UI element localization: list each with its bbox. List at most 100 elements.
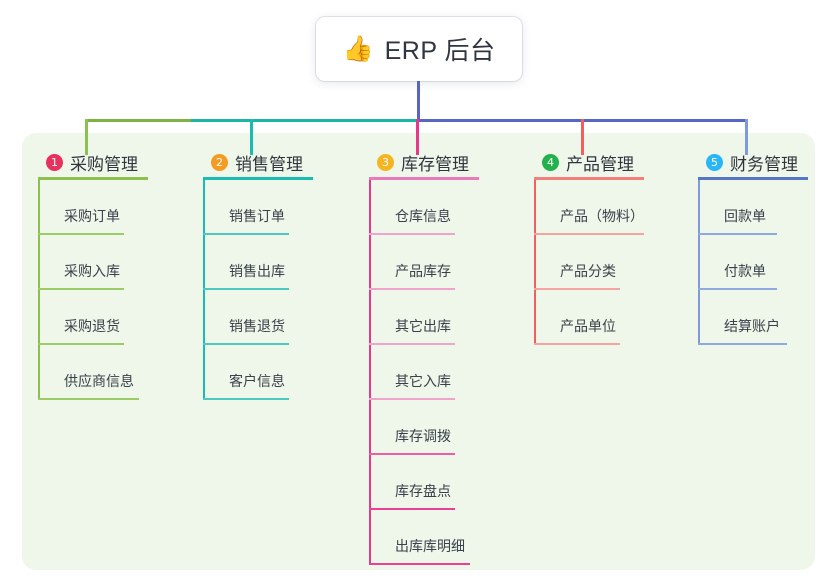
column-rule-1 — [38, 177, 148, 180]
leaf-rule — [38, 233, 124, 235]
leaf-spine-1 — [38, 180, 40, 400]
badge-number-5: 5 — [706, 153, 723, 171]
list-item[interactable]: 采购入库 — [38, 235, 148, 290]
column-header-5[interactable]: 5 财务管理 — [698, 144, 808, 180]
list-item[interactable]: 销售订单 — [203, 180, 313, 235]
bus-segment-teal — [191, 119, 418, 122]
list-item[interactable]: 仓库信息 — [369, 180, 479, 235]
leaf-label: 结算账户 — [724, 318, 780, 334]
leaf-rule — [38, 398, 139, 400]
leaf-rule — [203, 233, 289, 235]
list-item[interactable]: 产品库存 — [369, 235, 479, 290]
list-item[interactable]: 销售退货 — [203, 290, 313, 345]
list-item[interactable]: 客户信息 — [203, 345, 313, 400]
thumbs-up-icon: 👍 — [342, 34, 374, 63]
root-node-erp-backend[interactable]: 👍 ERP 后台 — [316, 17, 522, 81]
drop-stem-column-1 — [85, 119, 88, 155]
leaf-rule — [369, 508, 455, 510]
column-header-4[interactable]: 4 产品管理 — [534, 144, 644, 180]
drop-stem-column-2 — [250, 119, 253, 155]
column-header-1[interactable]: 1 采购管理 — [38, 144, 148, 180]
leaf-list-4: 产品（物料） 产品分类 产品单位 — [534, 180, 644, 345]
column-title-5: 财务管理 — [730, 154, 798, 174]
list-item[interactable]: 产品单位 — [534, 290, 644, 345]
column-rule-2 — [203, 177, 313, 180]
list-item[interactable]: 产品分类 — [534, 235, 644, 290]
leaf-label: 库存盘点 — [395, 483, 451, 499]
list-item[interactable]: 其它入库 — [369, 345, 479, 400]
list-item[interactable]: 出库库明细 — [369, 510, 479, 565]
leaf-label: 采购入库 — [64, 263, 120, 279]
leaf-rule — [534, 343, 620, 345]
column-header-2[interactable]: 2 销售管理 — [203, 144, 313, 180]
list-item[interactable]: 其它出库 — [369, 290, 479, 345]
leaf-label: 采购退货 — [64, 318, 120, 334]
leaf-label: 采购订单 — [64, 208, 120, 224]
leaf-rule — [369, 398, 455, 400]
list-item[interactable]: 库存调拨 — [369, 400, 479, 455]
drop-stem-column-3 — [416, 119, 419, 155]
leaf-list-1: 采购订单 采购入库 采购退货 供应商信息 — [38, 180, 148, 400]
leaf-spine-4 — [534, 180, 536, 345]
leaf-rule — [534, 288, 620, 290]
column-rule-5 — [698, 177, 808, 180]
root-stem — [417, 81, 420, 121]
leaf-label: 产品库存 — [395, 263, 451, 279]
column-title-1: 采购管理 — [70, 154, 138, 174]
leaf-rule — [203, 398, 289, 400]
leaf-label: 客户信息 — [229, 373, 285, 389]
leaf-rule — [369, 343, 455, 345]
column-purchase-management: 1 采购管理 采购订单 采购入库 采购退货 供应商信息 — [38, 144, 148, 400]
drop-stem-column-4 — [581, 119, 584, 155]
leaf-label: 销售订单 — [229, 208, 285, 224]
list-item[interactable]: 采购退货 — [38, 290, 148, 345]
column-header-3[interactable]: 3 库存管理 — [369, 144, 479, 180]
column-inventory-management: 3 库存管理 仓库信息 产品库存 其它出库 其它入库 库存调拨 — [369, 144, 479, 565]
leaf-rule — [38, 343, 124, 345]
leaf-label: 产品（物料） — [560, 208, 644, 224]
leaf-rule — [38, 288, 124, 290]
leaf-rule — [698, 288, 777, 290]
list-item[interactable]: 产品（物料） — [534, 180, 644, 235]
leaf-label: 付款单 — [724, 263, 766, 279]
list-item[interactable]: 回款单 — [698, 180, 808, 235]
column-rule-4 — [534, 177, 644, 180]
leaf-label: 其它出库 — [395, 318, 451, 334]
badge-number-3: 3 — [377, 153, 394, 171]
root-node-title: ERP 后台 — [384, 37, 496, 65]
bus-segment-green — [85, 119, 193, 122]
column-product-management: 4 产品管理 产品（物料） 产品分类 产品单位 — [534, 144, 644, 345]
leaf-label: 仓库信息 — [395, 208, 451, 224]
leaf-list-3: 仓库信息 产品库存 其它出库 其它入库 库存调拨 库存盘点 — [369, 180, 479, 565]
list-item[interactable]: 结算账户 — [698, 290, 808, 345]
column-sales-management: 2 销售管理 销售订单 销售出库 销售退货 客户信息 — [203, 144, 313, 400]
leaf-rule — [534, 233, 644, 235]
leaf-list-5: 回款单 付款单 结算账户 — [698, 180, 808, 345]
leaf-label: 库存调拨 — [395, 428, 451, 444]
leaf-label: 回款单 — [724, 208, 766, 224]
column-finance-management: 5 财务管理 回款单 付款单 结算账户 — [698, 144, 808, 345]
column-title-2: 销售管理 — [235, 154, 303, 174]
leaf-rule — [698, 343, 787, 345]
leaf-list-2: 销售订单 销售出库 销售退货 客户信息 — [203, 180, 313, 400]
column-title-4: 产品管理 — [566, 154, 634, 174]
list-item[interactable]: 供应商信息 — [38, 345, 148, 400]
list-item[interactable]: 采购订单 — [38, 180, 148, 235]
badge-number-1: 1 — [46, 153, 63, 171]
list-item[interactable]: 付款单 — [698, 235, 808, 290]
leaf-rule — [369, 453, 455, 455]
badge-number-2: 2 — [211, 153, 228, 171]
leaf-label: 产品分类 — [560, 263, 616, 279]
list-item[interactable]: 库存盘点 — [369, 455, 479, 510]
diagram-panel — [22, 133, 815, 570]
leaf-spine-5 — [698, 180, 700, 345]
leaf-label: 其它入库 — [395, 373, 451, 389]
leaf-label: 销售出库 — [229, 263, 285, 279]
leaf-spine-2 — [203, 180, 205, 400]
leaf-rule — [369, 563, 470, 565]
leaf-rule — [203, 343, 289, 345]
leaf-rule — [369, 233, 455, 235]
list-item[interactable]: 销售出库 — [203, 235, 313, 290]
leaf-label: 出库库明细 — [395, 538, 465, 554]
